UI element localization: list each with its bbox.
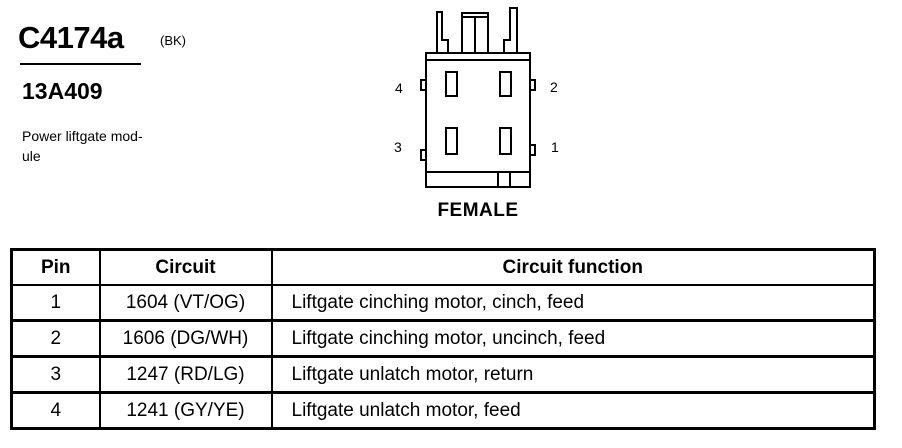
cavity-pin-4 xyxy=(445,71,458,97)
table-row: 3 1247 (RD/LG) Liftgate unlatch motor, r… xyxy=(10,355,876,394)
latch-frame-right xyxy=(503,7,518,53)
header-circuit: Circuit xyxy=(98,248,273,286)
cell-pin: 4 xyxy=(10,391,101,430)
cell-circuit: 1247 (RD/LG) xyxy=(98,355,273,394)
pin-label-2: 2 xyxy=(550,79,558,95)
notch-pin-2 xyxy=(529,79,536,91)
cell-circuit: 1241 (GY/YE) xyxy=(98,391,273,430)
header-function: Circuit function xyxy=(270,248,876,286)
cavity-pin-1 xyxy=(499,127,512,155)
table-row: 4 1241 (GY/YE) Liftgate unlatch motor, f… xyxy=(10,391,876,430)
cell-function: Liftgate cinching motor, cinch, feed xyxy=(270,284,876,322)
pinout-table: Pin Circuit Circuit function 1 1604 (VT/… xyxy=(10,248,876,430)
cell-function: Liftgate cinching motor, uncinch, feed xyxy=(270,319,876,358)
table-row: 2 1606 (DG/WH) Liftgate cinching motor, … xyxy=(10,319,876,358)
notch-pin-3 xyxy=(420,149,427,161)
pin-label-1: 1 xyxy=(551,139,559,155)
gender-label: FEMALE xyxy=(437,200,519,221)
table-row: 1 1604 (VT/OG) Liftgate cinching motor, … xyxy=(10,284,876,322)
connector-description: Power liftgate mod-ule xyxy=(22,126,172,166)
cell-circuit: 1606 (DG/WH) xyxy=(98,319,273,358)
connector-id: C4174a xyxy=(18,20,124,55)
cell-circuit: 1604 (VT/OG) xyxy=(98,284,273,322)
pin-label-3: 3 xyxy=(394,139,402,155)
description-text: Power liftgate mod-ule xyxy=(22,128,143,164)
connector-face-diagram: 4 2 3 1 xyxy=(394,7,559,188)
cell-function: Liftgate unlatch motor, feed xyxy=(270,391,876,430)
pin-label-4: 4 xyxy=(395,80,403,96)
header-pin: Pin xyxy=(10,248,101,286)
cavity-pin-2 xyxy=(499,71,512,97)
color-code: (BK) xyxy=(160,33,186,48)
table-header-row: Pin Circuit Circuit function xyxy=(10,248,876,286)
latch-frame-left xyxy=(436,11,449,53)
cell-pin: 1 xyxy=(10,284,101,322)
cavity-pin-3 xyxy=(445,127,458,155)
part-number: 13A409 xyxy=(22,78,103,104)
title-underline xyxy=(20,63,141,65)
cell-function: Liftgate unlatch motor, return xyxy=(270,355,876,394)
notch-pin-4 xyxy=(420,79,427,91)
cell-pin: 3 xyxy=(10,355,101,394)
cell-pin: 2 xyxy=(10,319,101,358)
connector-body xyxy=(425,52,531,188)
notch-pin-1 xyxy=(529,144,536,156)
